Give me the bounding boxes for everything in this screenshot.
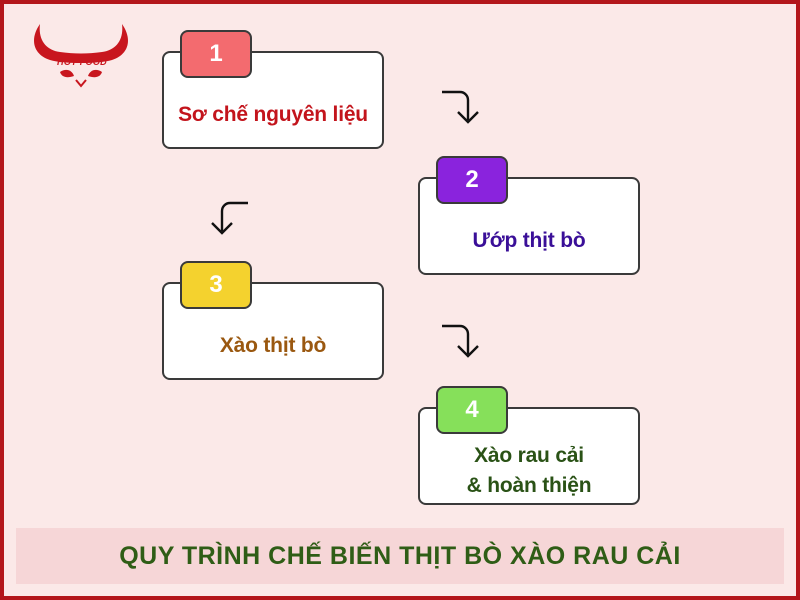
title-banner: QUY TRÌNH CHẾ BIẾN THỊT BÒ XÀO RAU CẢI [16, 528, 784, 584]
step-4-badge: 4 [436, 386, 508, 434]
bull-horns-icon [34, 24, 128, 88]
step-3-badge: 3 [180, 261, 252, 309]
step-4-box: Xào rau cải & hoàn thiện [418, 407, 640, 505]
logo-text: HOT FOOD [57, 57, 107, 67]
step-4-label: Xào rau cải & hoàn thiện [466, 443, 592, 497]
step-2-badge: 2 [436, 156, 508, 204]
hotfood-logo: HOT FOOD [22, 20, 140, 90]
down-turn-arrow-icon [442, 90, 479, 124]
step-1-label: Sơ chế nguyên liệu [178, 102, 368, 126]
down-turn-arrow-icon [211, 201, 248, 235]
page-title: QUY TRÌNH CHẾ BIẾN THỊT BÒ XÀO RAU CẢI [119, 541, 681, 570]
step-1-badge: 1 [180, 30, 252, 78]
step-2-label: Ướp thịt bò [472, 228, 586, 252]
down-turn-arrow-icon [442, 324, 479, 358]
step-3-label: Xào thịt bò [219, 333, 327, 357]
